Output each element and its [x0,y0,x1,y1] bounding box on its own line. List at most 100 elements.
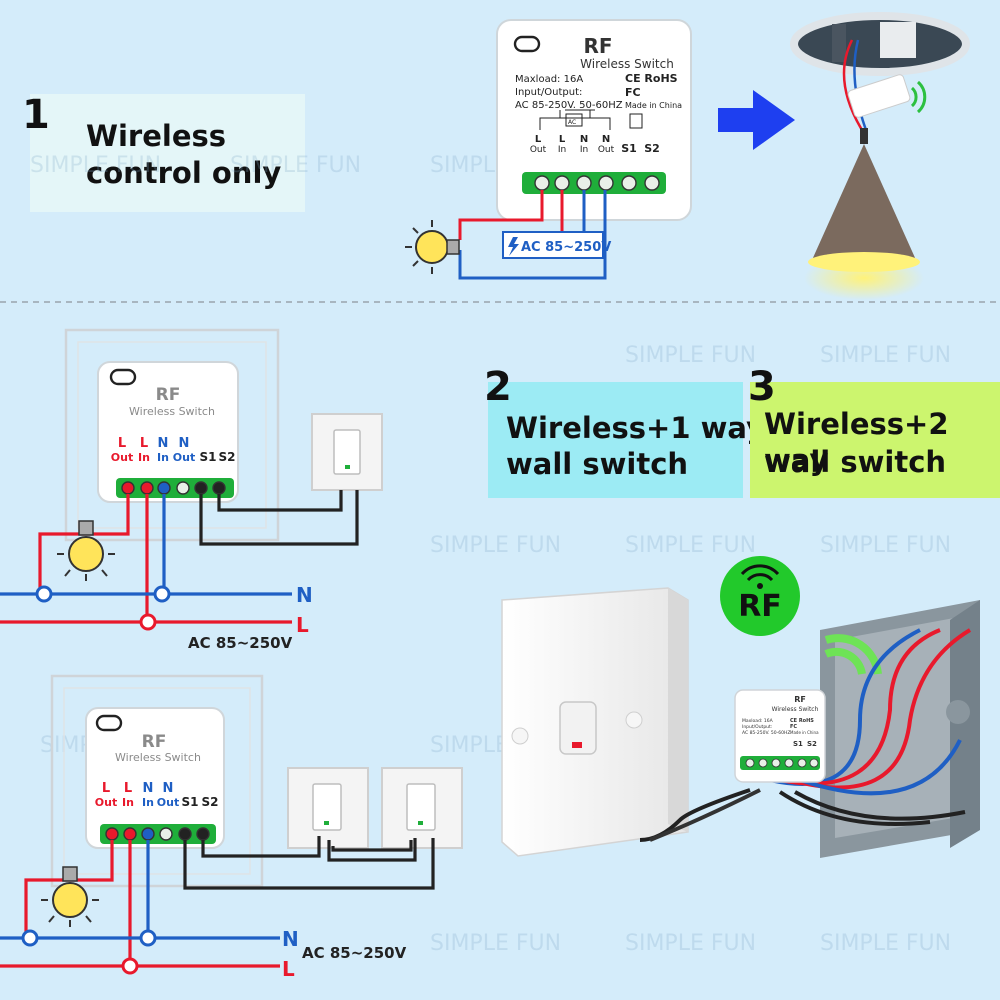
rf-badge-label: RF [738,589,782,624]
section-2-box [488,382,743,498]
lightning-icon [508,237,519,256]
module-rf-label: RF [142,732,167,752]
terminal-label-top: L [140,436,148,451]
terminal-label-top: S1 [621,142,637,155]
photo-module: RF Wireless Switch Maxload: 16A Input/Ou… [734,689,826,783]
brand-watermark: SIMPLE FUN [625,931,756,956]
terminal-label-top: S2 [202,795,219,809]
section-3-box [750,382,1000,498]
module-maxload: Maxload: 16A [742,718,774,724]
internal-schematic [539,109,611,130]
terminal-label-top: L [559,134,566,145]
bulb-icon [41,866,99,927]
wall-switch-s3-b [381,767,463,849]
brand-watermark: SIMPLE FUN [625,343,756,368]
section-1-box [30,94,305,212]
module-rf-label: RF [156,385,181,405]
terminal-label-top: L [535,134,542,145]
bulb-icon [57,520,115,581]
section-2-title-line1: Wireless+1 way [506,411,765,445]
module-io: Input/Output: [742,724,772,730]
terminal-label-top: S2 [807,740,817,748]
ac-range-label: AC 85~250V [521,240,611,255]
wall-switch-photo [501,587,689,857]
photo-wires [639,628,972,842]
ce-rohs-mark: CE RoHS [790,718,814,724]
section-1-title-line1: Wireless [86,119,227,153]
wireless-signal-icon [910,80,927,114]
schematic-ac-label: AC [568,119,576,126]
section-3-number: 3 [748,364,776,410]
neutral-label: N [282,927,299,951]
brand-watermark: SIMPLE FUN [625,533,756,558]
made-in-label: Made in China [625,101,682,110]
ac-range-label: AC 85~250V [302,944,407,962]
module-rf-label: RF [794,695,806,704]
terminal-label-bottom: Out [530,145,547,155]
neutral-label: N [296,583,313,607]
terminal-label-bottom: In [157,451,169,464]
terminal-label-top: N [143,781,154,796]
section-3-title-line2: wall switch [764,445,947,479]
section-1-number: 1 [22,92,50,138]
terminal-label-bottom: Out [111,451,133,464]
fc-mark: FC [790,724,797,730]
section-2-number: 2 [484,364,512,410]
live-label: L [282,957,295,981]
module-maxload: Maxload: 16A [515,74,583,85]
module-s1: RF Wireless Switch Maxload: 16A Input/Ou… [496,19,692,221]
ac-range-box [502,231,604,259]
terminal-label-bottom: Out [173,451,195,464]
made-in-label: Made in China [790,730,819,735]
wireless-signal-icon [740,564,780,582]
brand-watermark: SIMPLE FUN [30,153,161,178]
section-3-title-line1: Wireless+2 way [764,407,949,477]
terminal-label-top: S1 [200,450,217,464]
loop-icon [513,35,541,53]
section-2-title-line2: wall switch [506,447,689,481]
section-1-title-line2: control only [86,156,282,190]
wiring-s3 [0,836,435,968]
brand-watermark: SIMPLE FUN [430,533,561,558]
terminal-label-bottom: Out [95,796,117,809]
terminal-label-top: L [124,781,132,796]
bulb-icon [405,220,460,274]
module-name: Wireless Switch [580,57,674,71]
terminal-label-bottom: In [138,451,150,464]
terminal-label-top: N [158,436,169,451]
terminal-label-bottom: In [580,145,588,155]
module-ac-spec: AC 85-250V. 50-60HZ [515,100,623,111]
module-name: Wireless Switch [129,405,215,418]
fc-mark: FC [625,86,641,99]
wiring-s1 [458,190,607,280]
module-ac-spec: AC 85-250V. 50-60HZ [742,730,790,736]
brand-watermark: SIMPLE FUN [430,931,561,956]
brand-watermark: SIMPLE FUN [820,343,951,368]
terminal-label-top: S1 [793,740,803,748]
terminal-label-top: N [580,134,588,145]
module-s2: RF Wireless Switch L Out L In N In N Out… [64,328,280,542]
terminal-label-top: S2 [644,142,660,155]
terminal-label-bottom: In [558,145,566,155]
module-io: Input/Output: [515,87,582,98]
terminal-label-top: L [118,436,126,451]
ac-range-label: AC 85~250V [188,634,293,652]
ceiling-lamp-illustration [790,12,970,300]
terminal-label-top: S2 [219,450,236,464]
terminal-label-bottom: Out [598,145,615,155]
wall-switch-s2 [311,413,383,491]
rf-badge: RF [720,556,800,636]
terminal-label-bottom: In [122,796,134,809]
ce-rohs-mark: CE RoHS [625,72,678,85]
module-rf-label: RF [583,34,612,58]
terminal-label-top: N [179,436,190,451]
loop-icon [109,368,137,386]
brand-watermark: SIMPLE FUN [230,153,361,178]
brand-watermark: SIMPLE FUN [820,533,951,558]
live-label: L [296,613,309,637]
terminal-label-top: S1 [182,795,199,809]
loop-icon [95,714,123,732]
wall-switch-s3-a [287,767,369,849]
